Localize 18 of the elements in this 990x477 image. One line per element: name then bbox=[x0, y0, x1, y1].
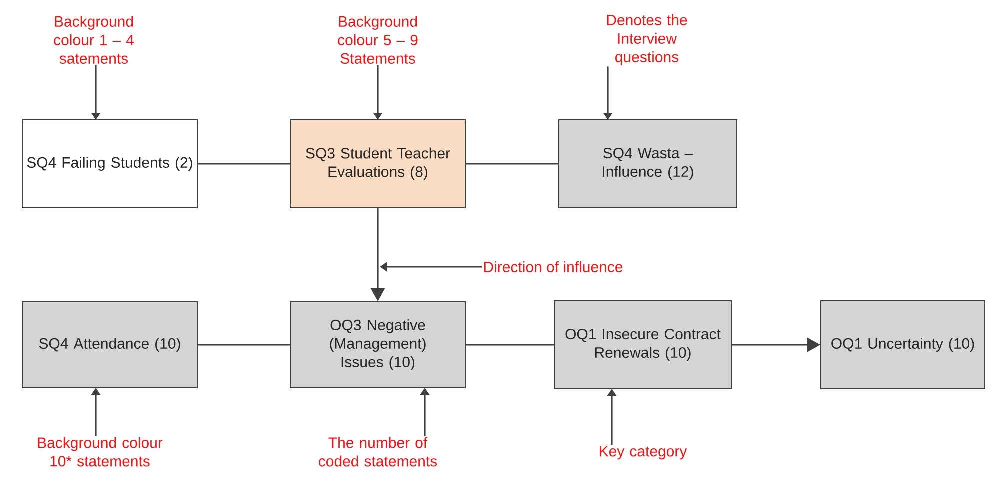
annotation-text: Background colour 5 – 9 Statements bbox=[338, 16, 418, 64]
connector-line bbox=[466, 344, 554, 346]
process-box: OQ3 Negative (Management) Issues (10) bbox=[290, 302, 466, 388]
connector-line bbox=[466, 163, 558, 165]
process-box: SQ4 Attendance (10) bbox=[22, 302, 198, 388]
process-box: OQ1 Uncertainty (10) bbox=[820, 300, 986, 390]
annotation-text: Denotes the Interview questions bbox=[607, 14, 688, 66]
connector-line bbox=[198, 163, 290, 165]
process-box: SQ3 Student Teacher Evaluations (8) bbox=[290, 120, 466, 208]
process-box: SQ4 Wasta – Influence (12) bbox=[558, 120, 738, 208]
annotation-text: Direction of influence bbox=[484, 262, 623, 272]
annotation-text: The number of coded statements bbox=[319, 437, 438, 467]
connector-line bbox=[198, 344, 290, 346]
process-box: OQ1 Insecure Contract Renewals (10) bbox=[554, 300, 732, 390]
annotation-text: Key category bbox=[600, 446, 688, 460]
process-box: SQ4 Failing Students (2) bbox=[22, 120, 198, 208]
annotation-text: Background colour 10* statements bbox=[38, 437, 163, 467]
annotation-text: Background colour 1 – 4 satements bbox=[54, 16, 134, 64]
